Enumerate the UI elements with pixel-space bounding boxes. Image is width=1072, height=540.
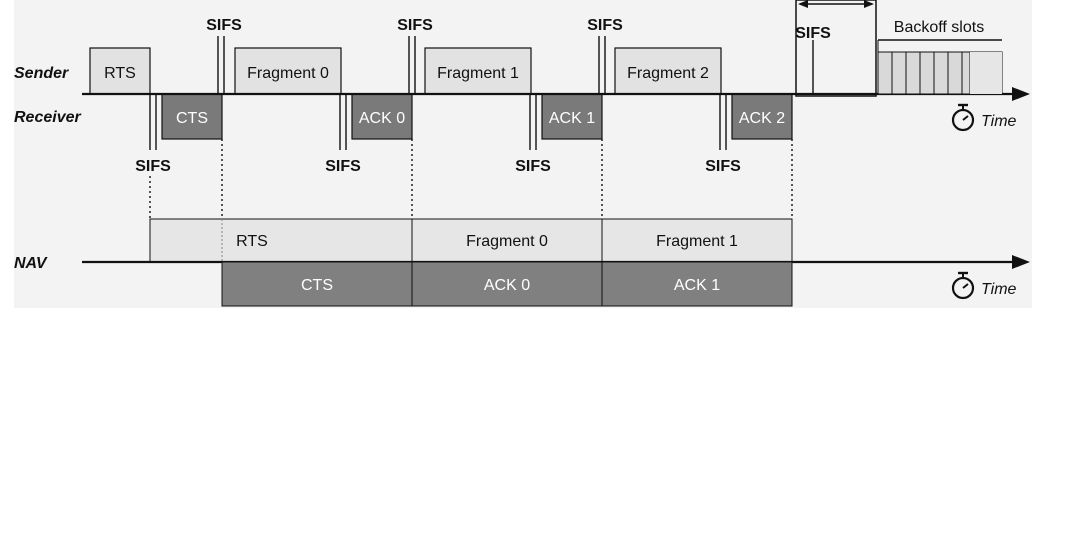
receiver-ack-2-label: ACK 2 [739, 110, 785, 127]
sifs-label-7: SIFS [705, 158, 741, 175]
nav-ack-1-bar [601, 261, 793, 307]
sifs-label-6: SIFS [515, 158, 551, 175]
nav-ack-1-label: ACK 1 [674, 277, 720, 294]
sender-rts-frame [89, 47, 151, 95]
sender-row-label: Sender [14, 65, 69, 82]
receiver-cts-label: CTS [176, 110, 208, 127]
stopwatch-icon [951, 103, 975, 132]
backoff-remaining-area [970, 52, 1002, 94]
nav-ack-0-label: ACK 0 [484, 277, 530, 294]
nav-rts-bar [149, 218, 413, 263]
sifs-label-3: SIFS [587, 17, 623, 34]
sifs-label-4: SIFS [135, 158, 171, 175]
receiver-row-label: Receiver [14, 109, 81, 126]
nav-fragment-1-label: Fragment 1 [656, 233, 738, 250]
backoff-slots-label: Backoff slots [894, 19, 984, 36]
receiver-ack-0-label: ACK 0 [359, 110, 405, 127]
sender-fragment-1-label: Fragment 1 [437, 65, 519, 82]
medium-timeline-arrowhead [1012, 87, 1030, 101]
sifs-label-1: SIFS [206, 17, 242, 34]
sender-fragment-1-frame [424, 47, 532, 95]
nav-fragment-0-label: Fragment 0 [466, 233, 548, 250]
sifs-label-8: SIFS [795, 25, 831, 42]
nav-cts-label: CTS [301, 277, 333, 294]
difs-arrow-left-head [798, 0, 808, 8]
difs-arrow-right-head [864, 0, 874, 8]
nav-rts-label: RTS [236, 233, 268, 250]
nav-cts-bar [221, 261, 413, 307]
receiver-ack-1-label: ACK 1 [549, 110, 595, 127]
receiver-cts-frame [161, 93, 223, 140]
sifs-label-2: SIFS [397, 17, 433, 34]
sender-fragment-2-label: Fragment 2 [627, 65, 709, 82]
sender-fragment-0-frame [234, 47, 342, 95]
nav-guide-lines [149, 139, 793, 218]
nav-ack-0-bar [411, 261, 603, 307]
sender-fragment-0-label: Fragment 0 [247, 65, 329, 82]
nav-fragment-0-bar [411, 218, 603, 263]
nav-timeline-arrowhead [1012, 255, 1030, 269]
time-label-bottom: Time [981, 281, 1017, 298]
receiver-ack-0-frame [351, 93, 413, 140]
sender-rts-label: RTS [104, 65, 136, 82]
sifs-label-5: SIFS [325, 158, 361, 175]
receiver-ack-1-frame [541, 93, 603, 140]
nav-row-label: NAV [14, 255, 48, 272]
time-label-top: Time [981, 113, 1017, 130]
stopwatch-icon [951, 271, 975, 300]
nav-fragment-1-bar [601, 218, 793, 263]
sifs-ticks [149, 36, 814, 150]
receiver-ack-2-frame [731, 93, 793, 140]
backoff-panel [795, 0, 877, 97]
